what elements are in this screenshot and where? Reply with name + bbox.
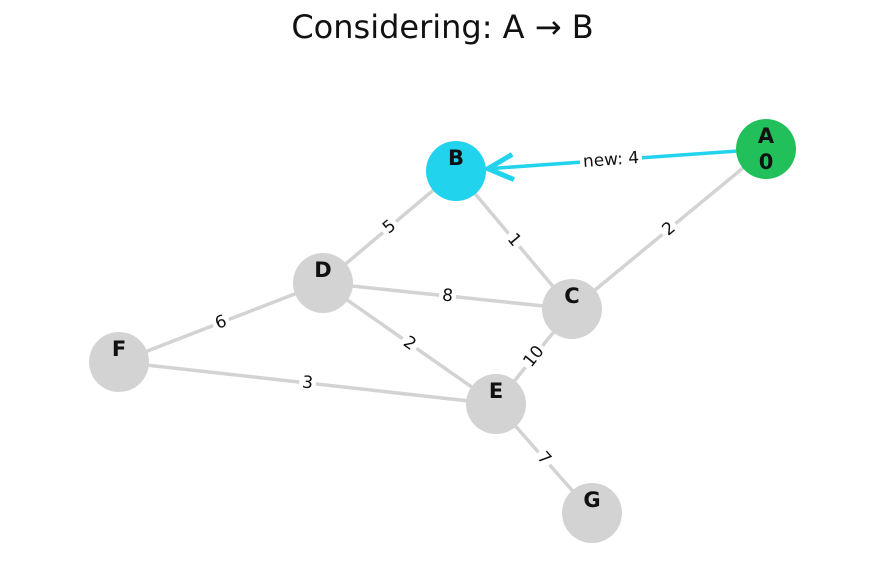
node-circle-F: [89, 332, 149, 392]
node-circle-C: [542, 279, 602, 339]
node-F: F: [89, 332, 149, 392]
node-B: B: [426, 141, 486, 201]
node-label-D: D: [314, 258, 331, 282]
edge-label-F-E: 3: [297, 371, 318, 395]
node-D: D: [293, 253, 353, 313]
node-circle-E: [466, 374, 526, 434]
edge-label-D-E: 2: [396, 329, 423, 358]
node-label-A: A: [758, 124, 775, 148]
node-label-B: B: [448, 146, 464, 170]
svg-text:8: 8: [441, 285, 454, 306]
node-circle-B: [426, 141, 486, 201]
edge-label-A-C: 2: [655, 215, 683, 243]
node-G: G: [562, 483, 622, 543]
edge-label-A-B: new: 4: [579, 146, 643, 174]
svg-text:new: 4: new: 4: [582, 148, 639, 172]
node-C: C: [542, 279, 602, 339]
node-label-E: E: [489, 379, 503, 403]
svg-text:3: 3: [301, 372, 314, 393]
node-label-F: F: [112, 337, 126, 361]
node-circle-G: [562, 483, 622, 543]
node-circle-D: [293, 253, 353, 313]
edge-label-E-G: 7: [530, 444, 558, 473]
node-circle-A: [736, 119, 796, 179]
edge-label-B-D: 5: [375, 213, 404, 241]
edge-label-D-C: 8: [437, 284, 458, 308]
diagram-title: Considering: A → B: [291, 8, 594, 46]
edge-label-F-D: 6: [209, 309, 233, 336]
node-distance-A: 0: [759, 150, 774, 174]
nodes-layer: A0 B C D E F G: [89, 119, 796, 543]
node-A: A0: [736, 119, 796, 179]
node-label-G: G: [583, 488, 600, 512]
node-E: E: [466, 374, 526, 434]
node-label-C: C: [564, 284, 579, 308]
edge-label-B-C: 1: [500, 226, 528, 254]
